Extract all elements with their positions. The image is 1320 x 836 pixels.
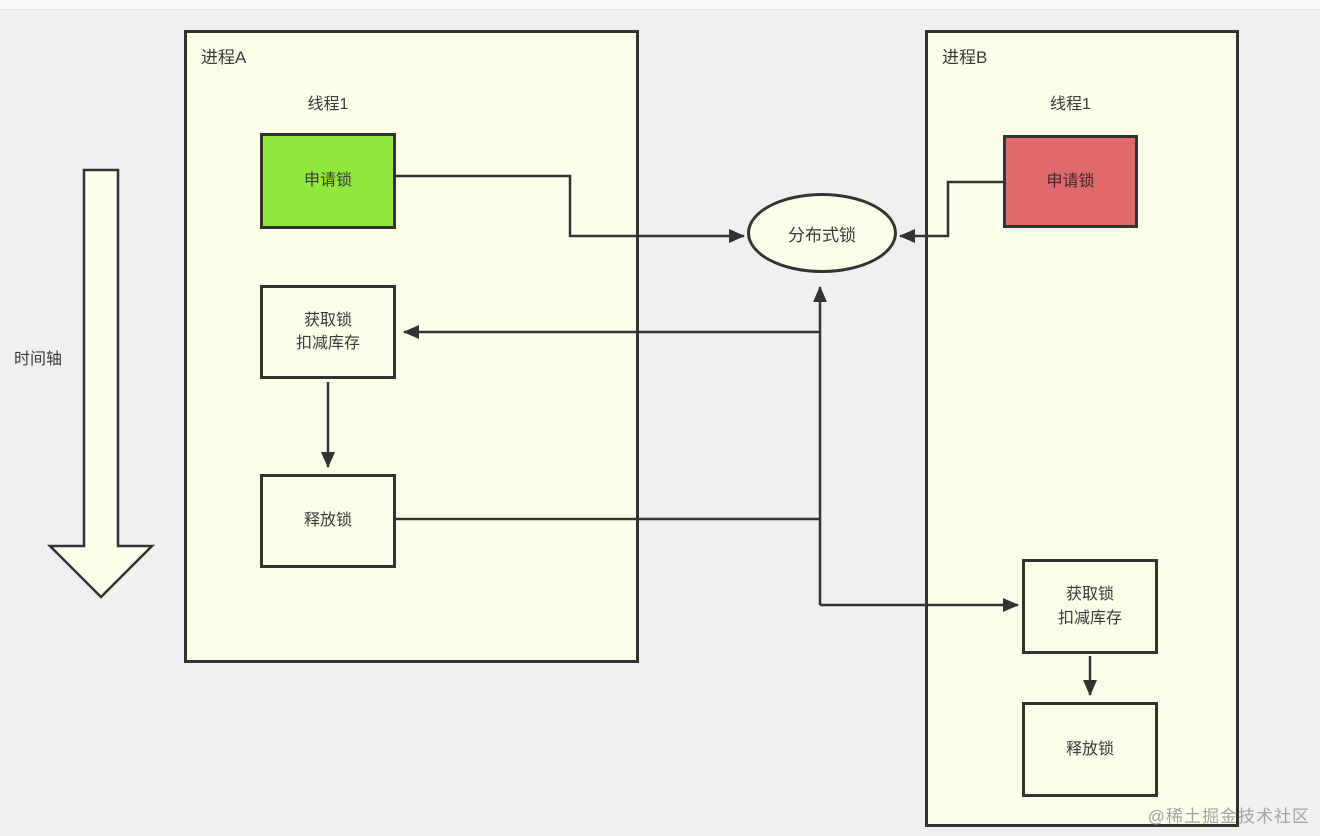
process-b-title: 进程B — [942, 48, 988, 67]
distributed-lock-ellipse: 分布式锁 — [747, 193, 897, 273]
time-axis-arrow — [46, 168, 156, 599]
release-lock-node-a-label: 释放锁 — [303, 512, 352, 530]
process-a-thread-label: 线程1 — [307, 96, 349, 113]
acquire-lock-node-b-line2: 扣减库存 — [1057, 609, 1122, 627]
apply-lock-node-b-label: 申请锁 — [1046, 172, 1095, 190]
acquire-lock-node-b: 获取锁 扣减库存 — [1022, 559, 1158, 654]
release-lock-node-a: 释放锁 — [260, 474, 396, 568]
process-a-container: 进程A — [184, 30, 639, 663]
process-b-thread-label: 线程1 — [1050, 96, 1091, 113]
process-a-title: 进程A — [201, 48, 247, 67]
top-strip — [0, 0, 1320, 10]
acquire-lock-node-a-line1: 获取锁 — [303, 311, 352, 329]
apply-lock-node-a: 申请锁 — [260, 133, 396, 229]
time-axis-label: 时间轴 — [14, 351, 63, 368]
apply-lock-node-b: 申请锁 — [1003, 135, 1138, 228]
watermark: @稀土掘金技术社区 — [1147, 807, 1310, 826]
acquire-lock-node-a-line2: 扣减库存 — [295, 335, 360, 352]
release-lock-node-b: 释放锁 — [1022, 702, 1158, 797]
acquire-lock-node-a: 获取锁 扣减库存 — [260, 285, 396, 379]
release-lock-node-b-label: 释放锁 — [1065, 740, 1114, 758]
acquire-lock-node-b-line1: 获取锁 — [1065, 586, 1114, 604]
distributed-lock-label: 分布式锁 — [788, 225, 856, 245]
apply-lock-node-a-label: 申请锁 — [303, 172, 352, 190]
